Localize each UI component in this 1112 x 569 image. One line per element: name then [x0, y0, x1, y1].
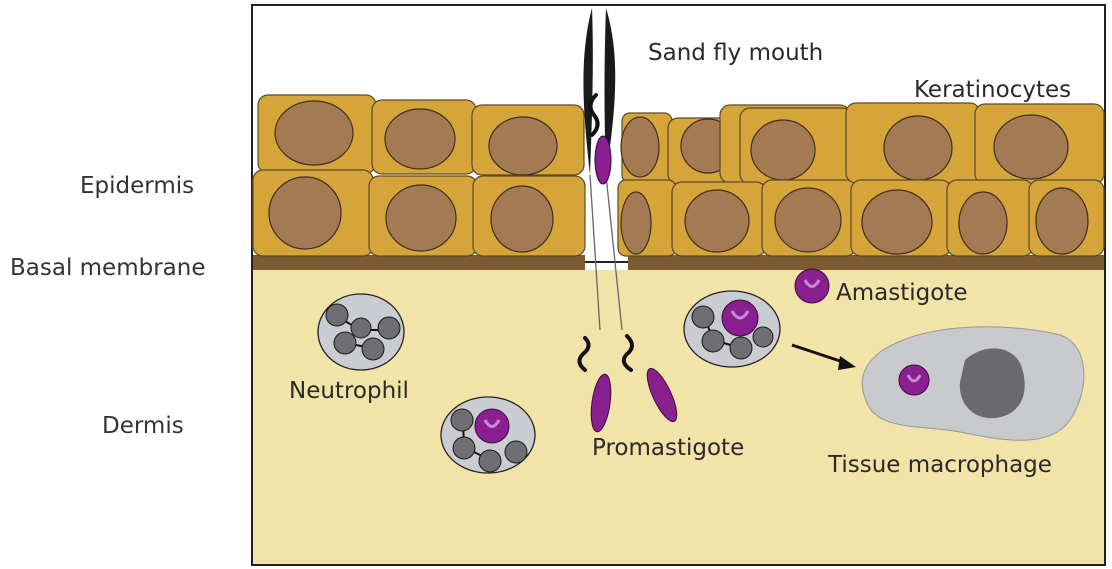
neutrophil-label: Neutrophil [289, 378, 409, 404]
sand-fly-mouth-label: Sand fly mouth [648, 40, 823, 66]
basal-membrane-label: Basal membrane [10, 255, 206, 281]
neutrophil-infected [441, 397, 535, 473]
amastigote-label: Amastigote [836, 280, 967, 306]
tissue-macrophage-label: Tissue macrophage [827, 452, 1052, 478]
keratinocytes-left [253, 95, 585, 256]
basal-membrane-left [253, 255, 585, 270]
keratinocytes-right [618, 103, 1104, 256]
neutrophil-cell [318, 294, 404, 370]
keratinocytes-label: Keratinocytes [914, 77, 1071, 103]
dermis-label: Dermis [102, 413, 184, 439]
amastigote-free [795, 269, 829, 303]
basal-membrane-right [628, 255, 1104, 270]
promastigote-label: Promastigote [592, 435, 744, 461]
epidermis-label: Epidermis [80, 173, 194, 199]
tissue-macrophage [862, 327, 1084, 440]
neutrophil-with-amastigote [684, 291, 780, 367]
